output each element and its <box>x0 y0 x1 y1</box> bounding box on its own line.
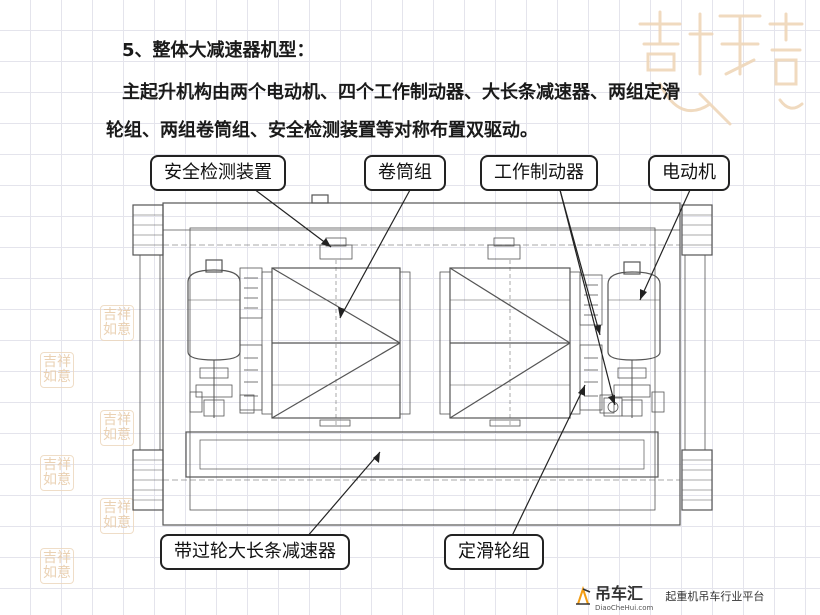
label-drum-group: 卷筒组 <box>364 155 446 191</box>
calligraphy-drawing <box>638 10 804 126</box>
section-heading: 5、整体大减速器机型： <box>122 40 315 61</box>
drum-left <box>271 260 401 428</box>
brand-name: 吊车汇 <box>595 584 644 603</box>
motor-left <box>187 259 241 418</box>
paragraph-line: 主起升机构由两个电动机、四个工作制动器、大长条减速器、两组定滑 <box>122 82 680 103</box>
drum-right <box>449 260 571 428</box>
long-reducer <box>185 431 659 478</box>
watermark-calligraphy <box>630 4 810 134</box>
label-fixed-pulley: 定滑轮组 <box>444 534 544 570</box>
seal-stamp: 吉祥如意 <box>40 352 74 388</box>
crane-logo-icon <box>575 585 591 606</box>
label-safety-device: 安全检测装置 <box>150 155 286 191</box>
brand-slogan: 起重机吊车行业平台 <box>665 590 765 603</box>
label-motor: 电动机 <box>648 155 730 191</box>
inner-frame <box>189 227 656 511</box>
safety-device <box>319 237 521 260</box>
right-rail-top <box>681 204 713 256</box>
brake-left <box>239 267 263 411</box>
seal-stamp: 吉祥如意 <box>100 498 134 534</box>
paragraph-line: 轮组、两组卷筒组、安全检测装置等对称布置双驱动。 <box>106 120 538 141</box>
brand-block: 吊车汇 DiaoCheHui.com <box>595 580 653 612</box>
label-long-reducer: 带过轮大长条减速器 <box>160 534 350 570</box>
label-work-brake: 工作制动器 <box>480 155 598 191</box>
top-stub <box>311 194 329 204</box>
seal-stamp: 吉祥如意 <box>40 455 74 491</box>
motor-right <box>607 261 661 418</box>
footer-brand: 吊车汇 DiaoCheHui.com 起重机吊车行业平台 <box>575 580 765 612</box>
leader-lines <box>249 185 691 546</box>
seal-stamp: 吉祥如意 <box>100 305 134 341</box>
seal-stamp: 吉祥如意 <box>40 548 74 584</box>
left-rail-top <box>132 204 164 256</box>
seal-stamp: 吉祥如意 <box>100 410 134 446</box>
brand-domain: DiaoCheHui.com <box>595 604 654 612</box>
description-paragraph: 主起升机构由两个电动机、四个工作制动器、大长条减速器、两组定滑 轮组、两组卷筒组… <box>106 74 766 150</box>
frame-outline <box>162 202 681 526</box>
